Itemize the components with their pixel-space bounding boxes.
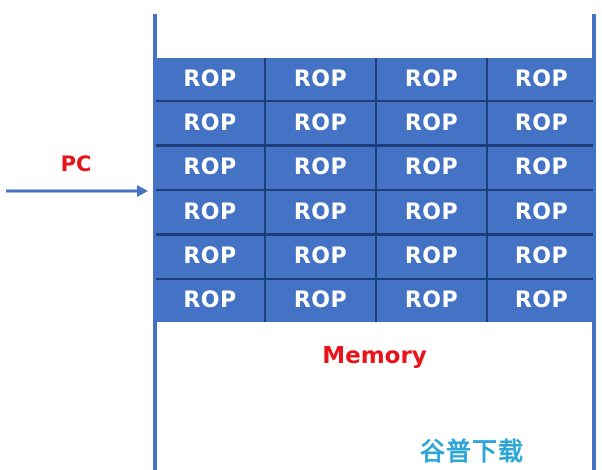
rop-cell: ROP xyxy=(488,146,595,189)
pc-arrow-icon xyxy=(6,185,148,197)
rop-cell: ROP xyxy=(377,146,486,189)
rop-cell: ROP xyxy=(266,235,375,278)
rop-cell: ROP xyxy=(266,146,375,189)
rop-cell: ROP xyxy=(488,235,595,278)
rop-cell: ROP xyxy=(266,58,375,100)
rop-cell: ROP xyxy=(156,191,264,234)
pc-label: PC xyxy=(60,152,92,176)
rop-cell: ROP xyxy=(488,191,595,234)
rop-cell: ROP xyxy=(377,235,486,278)
rop-cell: ROP xyxy=(266,102,375,145)
rop-cell: ROP xyxy=(156,235,264,278)
rop-cell: ROP xyxy=(377,279,486,322)
rop-cell: ROP xyxy=(488,102,595,145)
rop-cell: ROP xyxy=(156,146,264,189)
rop-cell: ROP xyxy=(377,58,486,100)
memory-label: Memory xyxy=(322,343,427,369)
memory-left-boundary xyxy=(153,14,157,470)
rop-cell: ROP xyxy=(377,102,486,145)
rop-cell: ROP xyxy=(156,102,264,145)
rop-cell: ROP xyxy=(377,191,486,234)
rop-cell: ROP xyxy=(266,279,375,322)
rop-cell: ROP xyxy=(488,58,595,100)
rop-cell: ROP xyxy=(156,58,264,100)
rop-cell: ROP xyxy=(488,279,595,322)
rop-cell: ROP xyxy=(266,191,375,234)
watermark-logo: 谷普下载 xyxy=(420,437,525,466)
rop-cell: ROP xyxy=(156,279,264,322)
